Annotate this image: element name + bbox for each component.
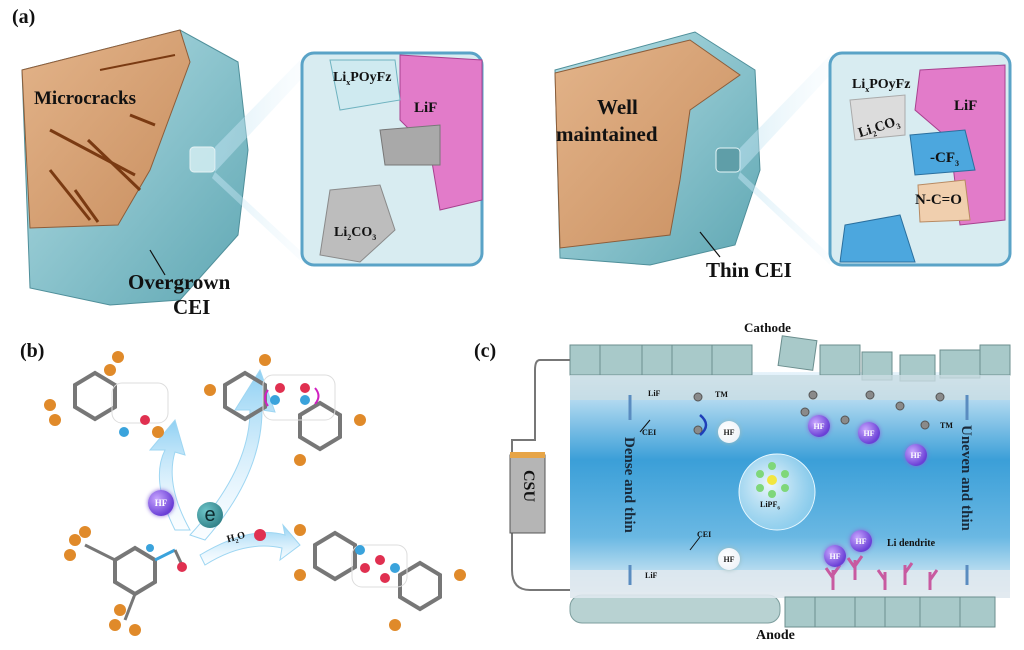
zoom-right-nco: N-C=O: [915, 192, 962, 208]
anode-electrode: [569, 570, 1010, 628]
tm-top-label: TM: [715, 390, 728, 399]
tm-right-label: TM: [940, 421, 953, 430]
microcrack: [49, 128, 136, 177]
thin-cei-label: Thin CEI: [706, 258, 792, 282]
zoom-left-li2co3: Li2CO3: [334, 225, 377, 242]
uneven-and-thin-label: Uneven and thin: [958, 425, 974, 531]
molecule-water-product: [294, 524, 466, 631]
arrow-water-path: [199, 523, 301, 566]
zoom-right-lif: LiF: [954, 98, 978, 114]
overgrown-label: Overgrown: [128, 270, 231, 294]
microcrack: [73, 189, 100, 223]
microcrack: [48, 169, 92, 221]
hf-molecule: HF: [718, 548, 740, 570]
maintained-label: maintained: [556, 122, 658, 146]
panel-a-label: (a): [12, 6, 36, 28]
lif-top-label: LiF: [648, 389, 661, 398]
overgrown-cei-particle: [21, 29, 249, 306]
zoom-left-lif: LiF: [414, 100, 438, 116]
cei-top-label: CEI: [642, 428, 657, 437]
water-molecule: [254, 529, 266, 541]
lipf6-label: LiPF6: [760, 500, 780, 512]
microcrack: [99, 54, 176, 71]
molecule-start: [64, 526, 187, 636]
molecule-hf-product: [44, 351, 169, 438]
hf-molecule: HF: [718, 421, 740, 443]
external-circuit-wire: [511, 359, 570, 591]
hf-molecule: HF: [850, 530, 872, 552]
microcracks-label: Microcracks: [34, 88, 136, 109]
thin-cei-particle: [554, 31, 761, 266]
lipf6-solvation-bubble: [738, 453, 816, 531]
anode-label: Anode: [756, 628, 795, 643]
hf-molecule: HF: [905, 444, 927, 466]
overgrown-cei-zoom: [300, 51, 484, 267]
cathode-label: Cathode: [744, 320, 791, 335]
panel-b-label: (b): [20, 340, 45, 362]
thin-cei-zoom: [828, 51, 1012, 267]
hf-molecule: HF: [824, 545, 846, 567]
molecule-dimer-product: [204, 354, 366, 466]
dense-and-thin-label: Dense and thin: [621, 437, 637, 533]
cathode-electrode: [569, 335, 1011, 400]
transition-metal-ions: [693, 390, 945, 435]
microcrack: [129, 113, 156, 127]
well-label: Well: [597, 95, 638, 119]
cei-bottom-label: CEI: [697, 530, 712, 539]
hf-molecule: HF: [858, 422, 880, 444]
zoom-left-lixpoyfz: LixPOyFz: [333, 70, 392, 87]
hf-molecule: HF: [808, 415, 830, 437]
panel-c-label: (c): [474, 340, 497, 362]
csu-label: CSU: [520, 470, 537, 503]
li-dendrites: [824, 555, 939, 590]
hf-reagent: HF: [148, 490, 174, 516]
li-dendrite-label: Li dendrite: [887, 538, 936, 549]
electron-reagent: e: [197, 502, 223, 528]
microcrack: [86, 138, 142, 192]
zoom-right-cf3: -CF3: [930, 150, 959, 168]
overgrown-cei-label: CEI: [173, 295, 211, 319]
zoom-right-lixpoyfz: LixPOyFz: [852, 77, 911, 94]
lif-bottom-label: LiF: [645, 571, 658, 580]
